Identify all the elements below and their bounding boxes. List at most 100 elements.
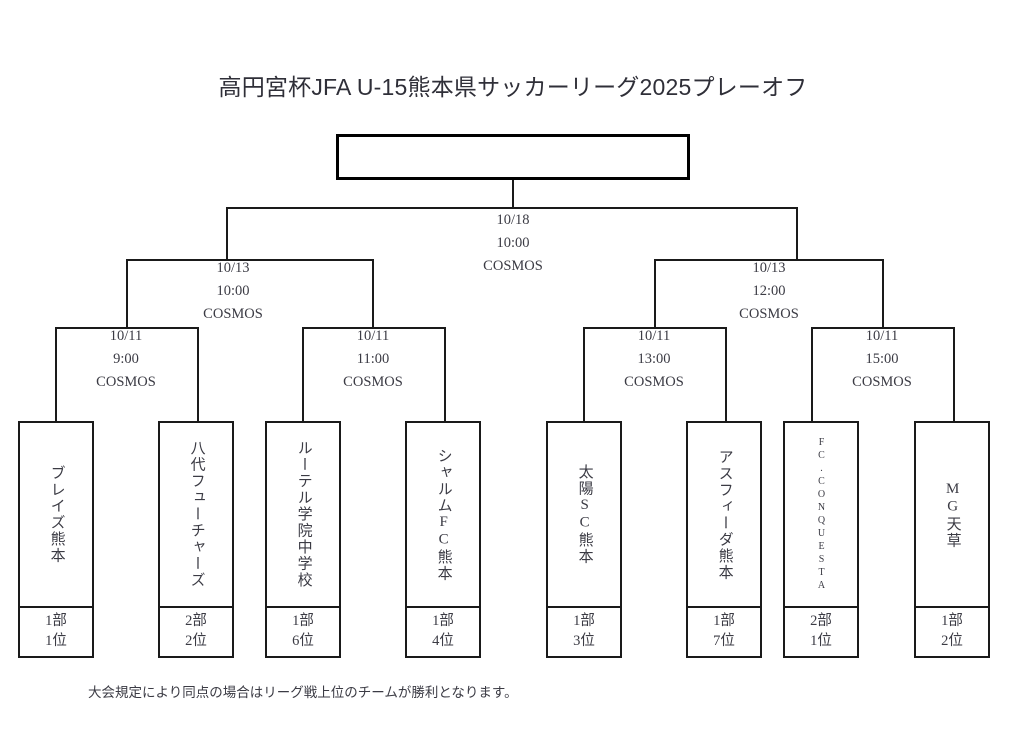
bracket-line-qf3-bar — [583, 327, 725, 329]
page-title: 高円宮杯JFA U-15熊本県サッカーリーグ2025プレーオフ — [218, 74, 808, 100]
team-rank-cell: 1部 7位 — [688, 606, 760, 656]
team-box[interactable]: ブレイズ熊本 1部 1位 — [18, 421, 94, 658]
match-info-quarterfinal-3: 10/11 13:00 COSMOS — [575, 325, 733, 394]
team-name: MG天草 — [944, 480, 961, 549]
team-name: 太陽SC熊本 — [576, 464, 593, 565]
team-rank-cell: 2部 1位 — [785, 606, 857, 656]
bracket-line-sf-left-bar — [126, 259, 372, 261]
team-box[interactable]: ルーテル学院中学校 1部 6位 — [265, 421, 341, 658]
team-name-cell: ブレイズ熊本 — [20, 423, 92, 606]
team-rank-cell: 2部 2位 — [160, 606, 232, 656]
bracket-line-sf-left-drop-2 — [372, 259, 374, 327]
team-box[interactable]: シャルムFC熊本 1部 4位 — [405, 421, 481, 658]
team-rank-cell: 1部 4位 — [407, 606, 479, 656]
match-time: 10:00 — [216, 283, 250, 299]
team-name: アスフィーダ熊本 — [716, 448, 733, 581]
team-division: 2部 — [185, 613, 207, 629]
match-time: 9:00 — [113, 351, 139, 367]
team-name-cell: アスフィーダ熊本 — [688, 423, 760, 606]
team-rank: 1位 — [810, 633, 832, 649]
bracket-line-qf2-drop-1 — [302, 327, 304, 421]
team-name: 八代フューチャーズ — [188, 440, 205, 589]
match-info-quarterfinal-4: 10/11 15:00 COSMOS — [803, 325, 961, 394]
match-venue: COSMOS — [739, 306, 799, 322]
bracket-line-qf1-drop-2 — [197, 327, 199, 421]
team-name: ブレイズ熊本 — [48, 465, 65, 564]
match-info-semifinal-left: 10/13 10:00 COSMOS — [154, 257, 312, 326]
match-date: 10/11 — [637, 328, 671, 344]
team-rank: 2位 — [941, 633, 963, 649]
match-time: 10:00 — [496, 235, 530, 251]
team-division: 1部 — [573, 613, 595, 629]
team-name-cell: 太陽SC熊本 — [548, 423, 620, 606]
bracket-line-sf-right-drop-1 — [654, 259, 656, 327]
team-division: 1部 — [713, 613, 735, 629]
match-date: 10/11 — [356, 328, 390, 344]
team-division: 1部 — [45, 613, 67, 629]
team-rank: 7位 — [713, 633, 735, 649]
team-name-cell: シャルムFC熊本 — [407, 423, 479, 606]
match-venue: COSMOS — [852, 374, 912, 390]
bracket-line-qf3-drop-2 — [725, 327, 727, 421]
bracket-line-sf-right-bar — [654, 259, 882, 261]
team-rank-cell: 1部 3位 — [548, 606, 620, 656]
team-name: シャルムFC熊本 — [435, 447, 452, 582]
match-venue: COSMOS — [96, 374, 156, 390]
bracket-line-qf3-drop-1 — [583, 327, 585, 421]
team-box[interactable]: アスフィーダ熊本 1部 7位 — [686, 421, 762, 658]
team-rank: 3位 — [573, 633, 595, 649]
bracket-line-sf-left-drop-1 — [126, 259, 128, 327]
match-time: 11:00 — [356, 351, 390, 367]
team-rank-cell: 1部 6位 — [267, 606, 339, 656]
team-box[interactable]: 八代フューチャーズ 2部 2位 — [158, 421, 234, 658]
bracket-line-qf2-drop-2 — [444, 327, 446, 421]
team-box[interactable]: 太陽SC熊本 1部 3位 — [546, 421, 622, 658]
bracket-line-qf1-drop-1 — [55, 327, 57, 421]
bracket-line-sf-right-drop-2 — [882, 259, 884, 327]
match-time: 12:00 — [752, 283, 786, 299]
match-date: 10/18 — [496, 212, 530, 228]
team-division: 1部 — [432, 613, 454, 629]
team-name-cell: FC.CONQUESTA — [785, 423, 857, 606]
team-name: ルーテル学院中学校 — [295, 440, 312, 589]
bracket-line-qf4-drop-2 — [953, 327, 955, 421]
team-name-cell: ルーテル学院中学校 — [267, 423, 339, 606]
match-date: 10/11 — [109, 328, 143, 344]
match-venue: COSMOS — [624, 374, 684, 390]
match-venue: COSMOS — [203, 306, 263, 322]
match-info-semifinal-right: 10/13 12:00 COSMOS — [690, 257, 848, 326]
team-division: 2部 — [810, 613, 832, 629]
match-info-quarterfinal-2: 10/11 11:00 COSMOS — [294, 325, 452, 394]
team-box[interactable]: FC.CONQUESTA 2部 1位 — [783, 421, 859, 658]
match-date: 10/13 — [752, 260, 786, 276]
bracket-line-final-bar — [226, 207, 798, 209]
footer-note: 大会規定により同点の場合はリーグ戦上位のチームが勝利となります。 — [88, 685, 518, 700]
team-division: 1部 — [292, 613, 314, 629]
bracket-line-final-left-drop — [226, 207, 228, 259]
team-rank: 6位 — [292, 633, 314, 649]
team-division: 1部 — [941, 613, 963, 629]
bracket-line-final-right-drop — [796, 207, 798, 259]
match-info-final: 10/18 10:00 COSMOS — [434, 209, 592, 278]
match-time: 13:00 — [637, 351, 671, 367]
match-date: 10/13 — [216, 260, 250, 276]
team-name-cell: MG天草 — [916, 423, 988, 606]
match-time: 15:00 — [865, 351, 899, 367]
team-name: FC.CONQUESTA — [816, 436, 827, 593]
match-info-quarterfinal-1: 10/11 9:00 COSMOS — [47, 325, 205, 394]
bracket-line-qf1-bar — [55, 327, 197, 329]
match-venue: COSMOS — [483, 258, 543, 274]
team-rank: 2位 — [185, 633, 207, 649]
bracket-line-qf4-drop-1 — [811, 327, 813, 421]
team-rank-cell: 1部 2位 — [916, 606, 988, 656]
bracket-line-qf2-bar — [302, 327, 444, 329]
match-venue: COSMOS — [343, 374, 403, 390]
team-rank: 1位 — [45, 633, 67, 649]
bracket-line-final-riser — [512, 180, 514, 207]
bracket-line-qf4-bar — [811, 327, 953, 329]
team-rank: 4位 — [432, 633, 454, 649]
team-box[interactable]: MG天草 1部 2位 — [914, 421, 990, 658]
team-rank-cell: 1部 1位 — [20, 606, 92, 656]
champion-box — [336, 134, 690, 180]
